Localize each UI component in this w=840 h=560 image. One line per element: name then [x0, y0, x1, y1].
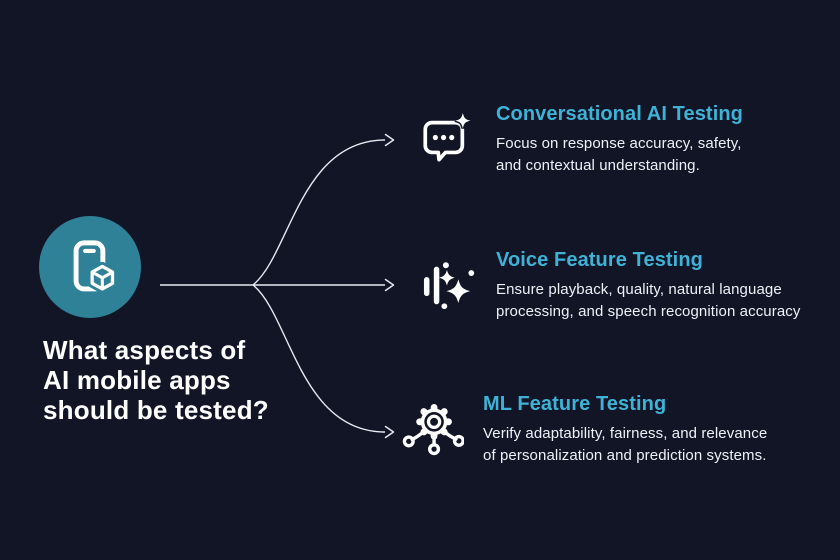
- hub-circle: [39, 216, 141, 318]
- arrowhead-top: [384, 133, 395, 147]
- branch-ml-feature: ML Feature Testing Verify adaptability, …: [483, 393, 767, 467]
- branch-title: ML Feature Testing: [483, 393, 667, 415]
- chat-sparkle-icon: [419, 112, 471, 169]
- branch-voice-feature: Voice Feature Testing Ensure playback, q…: [496, 249, 800, 323]
- branch-description: Ensure playback, quality, natural langua…: [496, 281, 801, 320]
- branch-description: Focus on response accuracy, safety, and …: [496, 135, 742, 174]
- main-question: What aspects of AI mobile apps should be…: [43, 335, 269, 425]
- branch-title: Conversational AI Testing: [496, 103, 743, 125]
- arrowhead-middle: [384, 278, 395, 292]
- arrowhead-bottom: [384, 425, 395, 439]
- voice-wave-sparkle-icon: [421, 259, 477, 318]
- branch-description: Verify adaptability, fairness, and relev…: [483, 425, 768, 464]
- gear-network-icon: [400, 396, 464, 465]
- phone-cube-icon: [73, 240, 120, 297]
- branch-conversational-ai: Conversational AI Testing Focus on respo…: [496, 103, 743, 177]
- branch-title: Voice Feature Testing: [496, 249, 703, 271]
